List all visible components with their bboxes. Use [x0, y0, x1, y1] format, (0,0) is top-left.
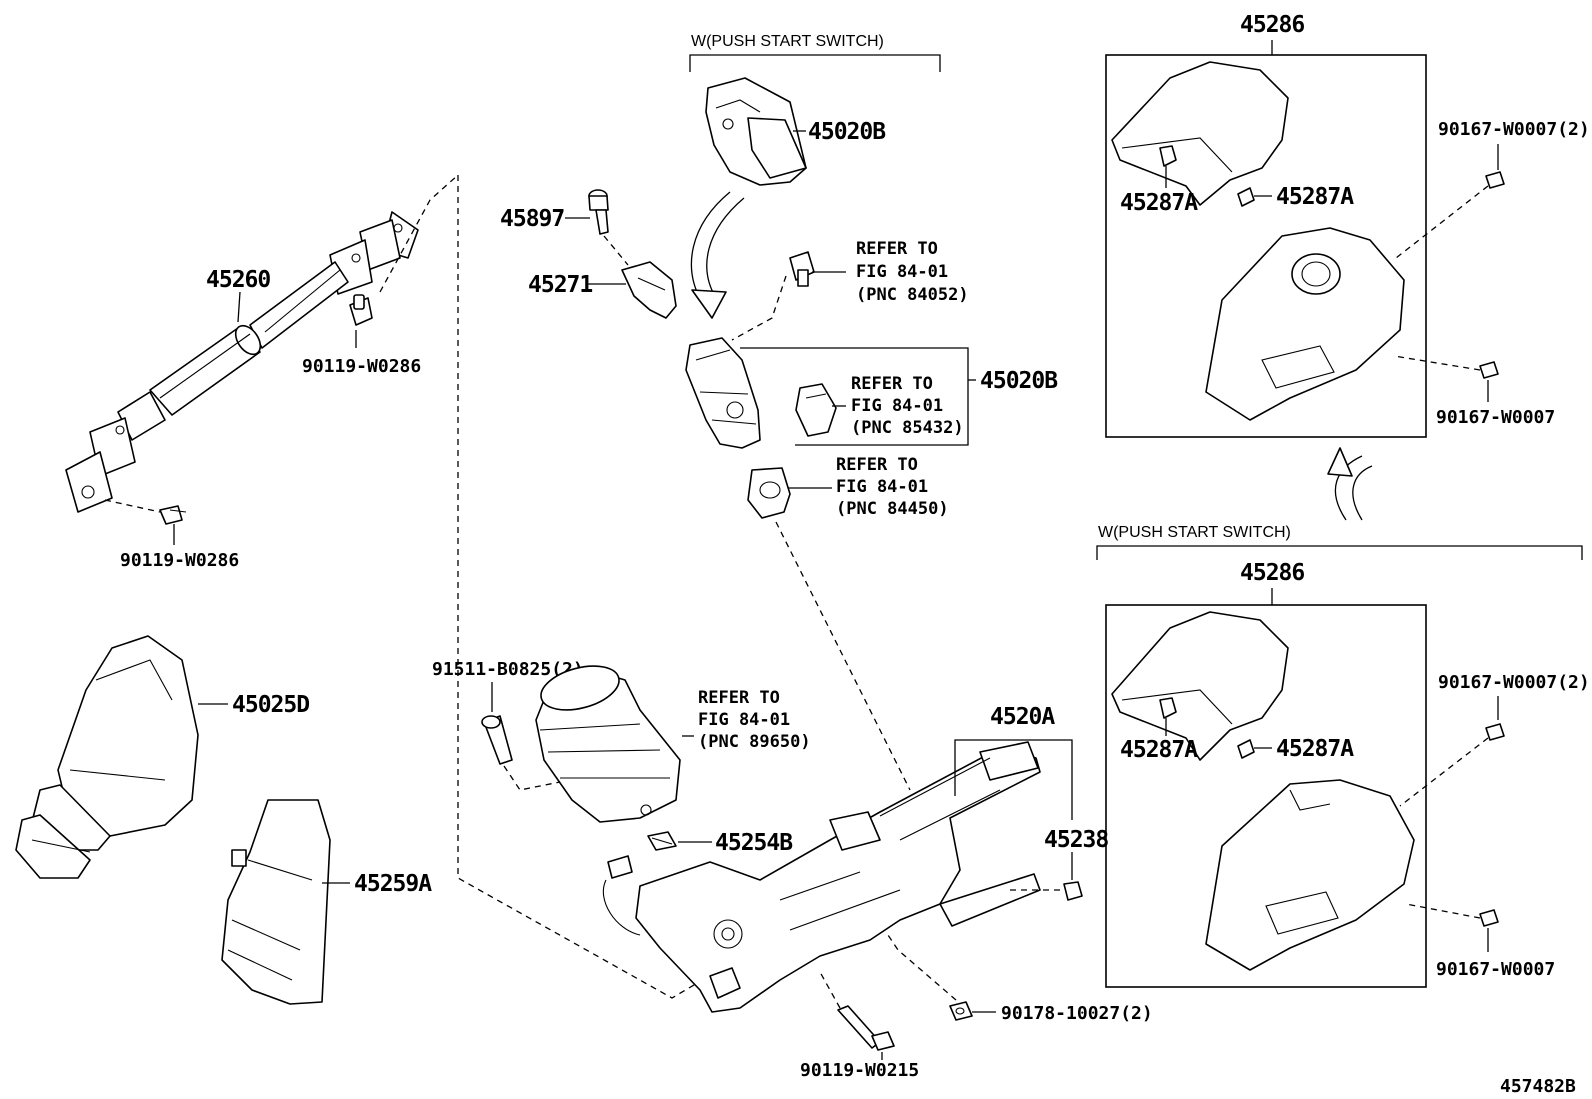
label-45025D: 45025D	[232, 692, 309, 718]
key-cylinder-pin-drawing	[588, 189, 609, 235]
label-90167-w0007-top: 90167-W0007	[1436, 407, 1555, 428]
motor-assembly-drawing	[535, 665, 681, 823]
label-45020B-top: 45020B	[808, 119, 886, 145]
bolt-90119-w0215-drawing	[837, 1005, 895, 1051]
label-45254B: 45254B	[715, 830, 793, 856]
ref-85432-line2: FIG 84-01	[851, 396, 943, 416]
ref-84450-line2: FIG 84-01	[836, 477, 928, 497]
nut-45238-drawing	[1063, 881, 1083, 901]
label-45020B-mid: 45020B	[980, 368, 1058, 394]
note-push-start-switch-top: W(PUSH START SWITCH)	[691, 33, 884, 50]
label-91511-b0825: 91511-B0825(2)	[432, 659, 584, 680]
column-hole-cover-drawing	[15, 635, 199, 879]
connector-84052-drawing	[789, 251, 815, 287]
nut-90178-drawing	[949, 1001, 973, 1021]
note-push-start-switch-right: W(PUSH START SWITCH)	[1098, 524, 1291, 541]
ref-89650-line1: REFER TO	[698, 688, 780, 708]
ref-84450-line3: (PNC 84450)	[836, 499, 949, 519]
ref-89650-line3: (PNC 89650)	[698, 732, 811, 752]
lower-column-cover-top-drawing	[1205, 227, 1405, 421]
label-45287A-4: 45287A	[1276, 736, 1354, 762]
lower-column-cover-bottom-drawing	[1205, 779, 1415, 971]
ref-85432-line1: REFER TO	[851, 374, 933, 394]
label-45286-top: 45286	[1240, 12, 1304, 38]
cover-box-bottom	[1105, 604, 1427, 988]
lock-cylinder-housing-drawing	[621, 261, 677, 319]
ref-84052-line2: FIG 84-01	[856, 262, 948, 282]
ref-84052-line3: (PNC 84052)	[856, 285, 969, 305]
steering-column-drawing	[602, 741, 1041, 1013]
ref-85432-line3: (PNC 85432)	[851, 418, 964, 438]
label-45260: 45260	[206, 267, 270, 293]
lock-assembly-push-start-drawing	[705, 77, 807, 186]
label-90119-w0286-lower: 90119-W0286	[120, 550, 239, 571]
label-90167-w0007-2-top: 90167-W0007(2)	[1438, 119, 1590, 140]
diagram-id: 457482B	[1500, 1076, 1576, 1097]
label-45238: 45238	[1044, 827, 1108, 853]
ref-84052-line1: REFER TO	[856, 239, 938, 259]
screw-90167-bottom-1	[1485, 723, 1505, 741]
ref-84450-line1: REFER TO	[836, 455, 918, 475]
label-90119-w0286-upper: 90119-W0286	[302, 356, 421, 377]
upper-column-cover-bottom-drawing	[1111, 611, 1289, 761]
ref-89650-line2: FIG 84-01	[698, 710, 790, 730]
label-45286-bottom: 45286	[1240, 560, 1304, 586]
label-90167-w0007-bottom: 90167-W0007	[1436, 959, 1555, 980]
screw-90167-bottom-2	[1479, 909, 1499, 927]
label-4520A: 4520A	[990, 704, 1055, 730]
cover-box-top	[1105, 54, 1427, 438]
intermediate-shaft-drawing	[65, 211, 419, 525]
label-45259A: 45259A	[354, 871, 432, 897]
label-45287A-1: 45287A	[1120, 190, 1198, 216]
label-45287A-3: 45287A	[1120, 737, 1198, 763]
screw-90167-top-2	[1479, 361, 1499, 379]
label-90119-w0215: 90119-W0215	[800, 1060, 919, 1081]
label-45897: 45897	[500, 206, 564, 232]
steering-lock-assembly-drawing	[685, 337, 761, 449]
label-90178-10027: 90178-10027(2)	[1001, 1003, 1153, 1024]
screw-90167-top-1	[1485, 171, 1505, 189]
clip-45254B-drawing	[647, 831, 677, 851]
label-90167-w0007-2-bottom: 90167-W0007(2)	[1438, 672, 1590, 693]
transponder-84450-drawing	[747, 467, 791, 519]
bolt-91511-drawing	[481, 715, 513, 765]
label-45287A-2: 45287A	[1276, 184, 1354, 210]
upper-column-cover-top-drawing	[1111, 61, 1289, 207]
cover-bracket-drawing	[221, 799, 331, 1005]
label-45271: 45271	[528, 272, 592, 298]
switch-85432-drawing	[795, 383, 837, 437]
